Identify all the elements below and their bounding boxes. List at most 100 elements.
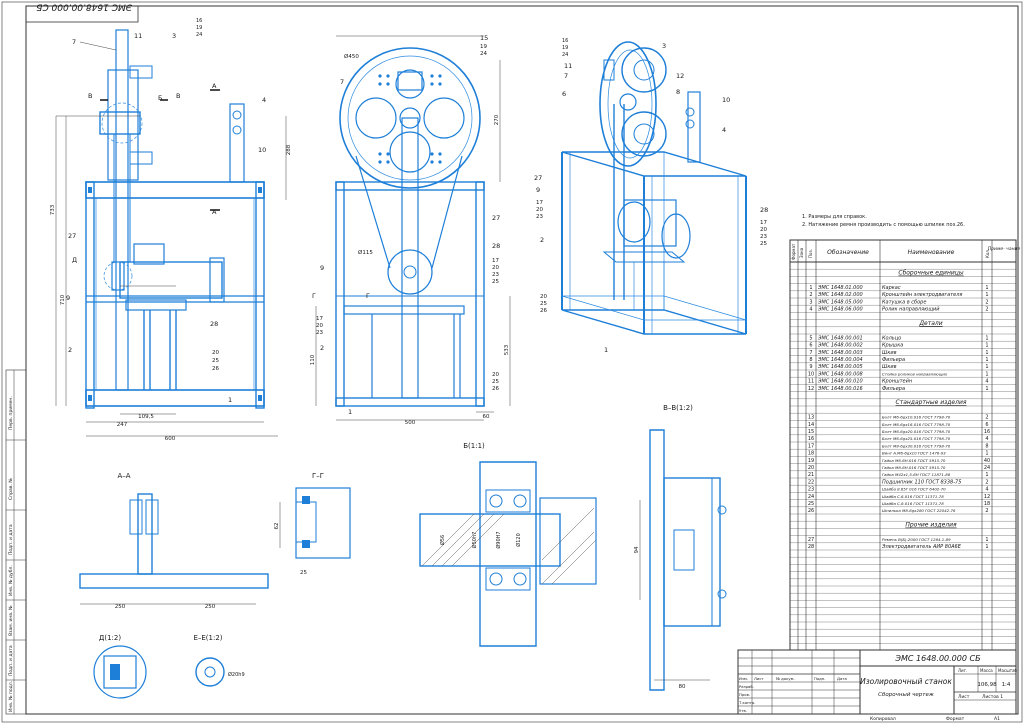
callout-front-11: 11 [134,32,142,40]
bom-cell-qty: 40 [984,458,990,464]
bom-cell-pos: 1 [809,285,812,291]
bom-cell-qty: 1 [985,472,988,478]
bom-cell-name: Ролик направляющий [882,307,940,313]
callout-iso-26: 26 [540,308,547,314]
bom-cell-name: Гайка М42х1,5-6Н ГОСТ 11871-88 [882,472,951,477]
dim-side-d: Ø450 [344,53,359,60]
callout-iso-17: 17 [536,200,543,206]
bom-cell-pos: 4 [809,307,812,313]
side-strip: Перв. примен. Справ. № Подп. и дата Инв.… [5,369,27,715]
callout-side-26c: 26 [492,386,499,392]
bom-cell-qty: 1 [985,350,988,356]
bom-section-title: Сборочные единицы [898,270,963,277]
bom-cell-qty: 1 [985,386,988,392]
callout-iso-28: 28 [760,206,768,214]
callout-iso-24: 24 [562,52,568,58]
bom-cell-name: Катушка в сборе [882,299,926,305]
dim-front-h: 733 [50,204,56,215]
callout-front-d: Д [72,256,77,264]
bom-cell-pos: 27 [808,537,814,543]
callout-side-20b: 20 [316,323,323,329]
bom-cell-pos: 2 [809,292,812,298]
dim-side-h: 270 [494,114,500,125]
bom-cell-name: Кольцо [882,335,901,341]
bom-cell-designation: ЭМС 1648.02.000 [817,292,863,298]
callout-front-26: 26 [212,366,219,372]
isometric-view: 16 19 24 11 7 6 3 12 8 10 4 27 9 17 20 2… [534,38,768,354]
bom-h-name: Наименование [908,249,955,256]
section-gg-title: Г–Г [312,472,324,480]
bom-cell-pos: 8 [809,357,812,363]
callout-side-19: 19 [480,44,487,50]
callout-side-27: 27 [492,214,500,222]
dim-front-w: 600 [165,436,176,442]
callout-iso-1: 1 [604,346,608,354]
callout-iso-25c: 25 [760,241,767,247]
bom-cell-name: Фильера [882,386,905,392]
callout-front-27: 27 [68,232,76,240]
side-label-3: Инв. № дубл. [8,565,14,596]
bom-cell-pos: 21 [808,472,814,478]
tb-lit-label: Лит. [958,668,967,673]
bom-h-note: Приме- чание [988,246,1021,252]
bom-cell-pos: 11 [808,379,814,385]
bom-cell-pos: 28 [808,544,814,550]
callout-side-15: 15 [480,34,488,42]
bom-cell-name: Подшипник 110 ГОСТ 8338-75 [882,479,961,485]
tb-scale: 1:4 [1002,682,1011,688]
bom-cell-qty: 1 [985,292,988,298]
bom-cell-qty: 1 [985,343,988,349]
bom-cell-pos: 10 [808,371,814,377]
callout-front-28: 28 [210,320,218,328]
bom-cell-designation: ЭМС 1648.06.000 [817,307,863,313]
bom-cell-pos: 13 [808,415,814,421]
callout-iso-20b: 20 [540,294,547,300]
callout-side-9: 9 [320,264,324,272]
bom-cell-qty: 12 [984,494,990,500]
bom-cell-name: Шкив [882,364,897,370]
section-ee: Е–Е(1:2) Ø20h9 [193,634,245,687]
bom-cell-name: Каркас [882,285,901,291]
callout-front-25: 25 [212,358,219,364]
callout-front-b: Б [158,94,162,102]
dim-gg-w: 25 [300,570,307,576]
bom-section-title: Прочие изделия [905,522,957,529]
side-label-5: Подп. и дата [8,645,14,676]
callout-front-2: 2 [68,346,72,354]
dim-vv-h: 94 [634,546,640,553]
bom-cell-name: Гайка М8-6Н.016 ГОСТ 5915-70 [882,465,946,470]
tb-sheets: Листов 1 [982,694,1003,700]
tb-copied: Копировал [870,716,896,722]
callout-side-28: 28 [492,242,500,250]
bom-cell-pos: 18 [808,451,814,457]
bom-section-title: Стандартные изделия [896,399,967,406]
bom-table: Формат Зона Поз. Обозначение Наименовани… [789,239,1021,651]
bom-h-pos: Поз. [808,249,813,258]
dim-vv-w: 80 [679,684,686,690]
callout-front-9: 9 [66,294,70,302]
callout-iso-8: 8 [676,88,680,96]
bom-cell-name: Электродвигатель АИР 80А6Е [881,544,962,550]
bom-cell-pos: 23 [808,487,814,493]
tb-row-0: Изм. [739,676,748,681]
dim-side-w2: 60 [483,414,490,420]
tb-name-1: Изолировочный станок [860,677,952,686]
bom-cell-name: Шпилька М8-6gх280 ГОСТ 22042-76 [882,508,956,513]
callout-iso-20: 20 [536,207,543,213]
callout-side-g1: Г [312,292,316,300]
inner-frame [25,5,1019,715]
title-block: ЭМС 1648.00.000 СБ Изолировочный станок … [737,649,1018,722]
bom-cell-pos: 17 [808,443,814,449]
bom-cell-qty: 1 [985,357,988,363]
bom-cell-qty: 2 [985,479,988,485]
bom-cell-qty: 18 [984,501,990,507]
detail-b: Б(1:1) Ø56 Ø50h7 Ø90H7 Ø120 [419,442,597,647]
bom-cell-name: Шайба 8.65Г 016 ГОСТ 6402-70 [882,487,946,492]
callout-front-v2: В [176,92,180,100]
callout-front-20: 20 [212,350,219,356]
dim-e-d: Ø20h9 [228,671,245,678]
callout-iso-11: 11 [564,62,572,70]
bom-cell-name: Винт А.М6-6gх10 ГОСТ 1476-93 [882,451,946,456]
